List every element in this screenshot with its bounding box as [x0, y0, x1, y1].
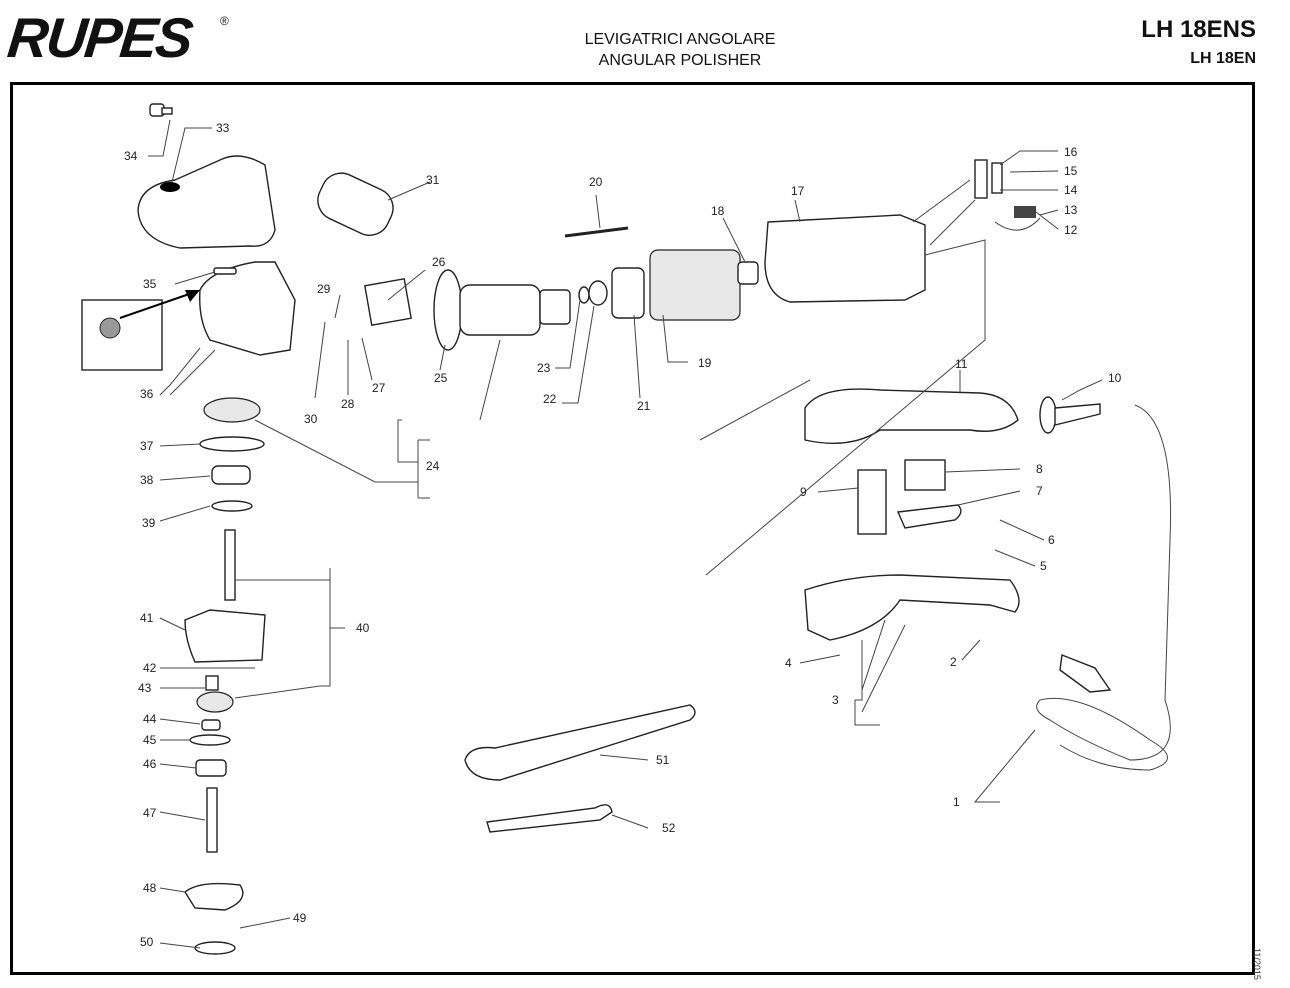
- diagram-frame: [10, 82, 1255, 975]
- bearing-sleeve-shape: [737, 261, 759, 285]
- label-2: 2: [950, 655, 957, 669]
- label-9: 9: [800, 485, 807, 499]
- label-28: 28: [341, 397, 355, 411]
- model-primary: LH 18ENS: [1141, 16, 1256, 43]
- label-47: 47: [143, 806, 157, 820]
- armature-shape: [433, 269, 571, 351]
- label-48: 48: [143, 881, 157, 895]
- label-12: 12: [1064, 223, 1078, 237]
- label-26: 26: [432, 255, 446, 269]
- leader-lines: [148, 119, 1103, 949]
- label-7: 7: [1036, 484, 1043, 498]
- label-40: 40: [356, 621, 370, 635]
- label-33: 33: [216, 121, 230, 135]
- label-4: 4: [785, 656, 792, 670]
- label-46: 46: [143, 757, 157, 771]
- label-3: 3: [832, 693, 839, 707]
- label-17: 17: [791, 184, 805, 198]
- label-51: 51: [656, 753, 670, 767]
- switch-shape: [904, 459, 946, 491]
- side-handle-shape: [317, 172, 394, 236]
- stator-shape: [649, 249, 741, 321]
- label-19: 19: [698, 356, 712, 370]
- label-50: 50: [140, 935, 154, 949]
- label-43: 43: [138, 681, 152, 695]
- label-27: 27: [372, 381, 386, 395]
- label-34: 34: [124, 149, 138, 163]
- air-baffle-shape: [611, 267, 645, 319]
- label-5: 5: [1040, 559, 1047, 573]
- label-52: 52: [662, 821, 676, 835]
- handle-lower-shape: [804, 574, 1020, 641]
- motor-housing-shape: [764, 214, 926, 303]
- label-14: 14: [1064, 183, 1078, 197]
- label-21: 21: [637, 399, 651, 413]
- label-41: 41: [140, 611, 154, 625]
- gear-stack-shapes: [184, 397, 266, 955]
- label-39: 39: [142, 516, 156, 530]
- label-31: 31: [426, 173, 440, 187]
- label-24: 24: [426, 459, 440, 473]
- label-25: 25: [434, 371, 448, 385]
- label-6: 6: [1048, 533, 1055, 547]
- label-37: 37: [140, 439, 154, 453]
- open-wrench-shape: [486, 804, 613, 833]
- label-13: 13: [1064, 203, 1078, 217]
- registered-mark: ®: [220, 14, 229, 28]
- label-49: 49: [293, 911, 307, 925]
- label-22: 22: [543, 392, 557, 406]
- screw-35-shape: [213, 267, 237, 275]
- brush-holder-shape: [974, 159, 1003, 199]
- label-16: 16: [1064, 145, 1078, 159]
- label-29: 29: [317, 282, 331, 296]
- label-1: 1: [953, 795, 960, 809]
- label-42: 42: [143, 661, 157, 675]
- long-screw-shape: [564, 226, 629, 238]
- label-45: 45: [143, 733, 157, 747]
- label-38: 38: [140, 473, 154, 487]
- bearing-22-23-shape: [578, 280, 608, 306]
- label-35: 35: [143, 277, 157, 291]
- trigger-shape: [896, 504, 962, 529]
- label-11: 11: [955, 357, 968, 371]
- handle-upper-shape: [804, 388, 1019, 445]
- part-labels: 1 2 3 4 5 6 7 8 9 10 11 12 13 14 15 16 1…: [124, 121, 1122, 949]
- gear-head-cover-shape: [137, 155, 276, 249]
- electronic-module-shape: [857, 469, 887, 535]
- label-18: 18: [711, 204, 725, 218]
- screw-34-shape: [149, 103, 173, 117]
- title-english: ANGULAR POLISHER: [598, 52, 762, 69]
- fan-shape: [364, 278, 412, 326]
- cable-sleeve-shape: [1039, 396, 1101, 434]
- label-30: 30: [304, 412, 318, 426]
- label-20: 20: [589, 175, 603, 189]
- label-36: 36: [140, 387, 154, 401]
- gear-housing-shape: [199, 261, 296, 356]
- carbon-brush-shape: [994, 206, 1041, 231]
- inset-box: [81, 299, 163, 371]
- label-23: 23: [537, 361, 551, 375]
- pin-wrench-shape: [464, 704, 696, 781]
- title-italian: LEVIGATRICI ANGOLARE: [584, 31, 776, 48]
- label-15: 15: [1064, 164, 1078, 178]
- power-cord-shape: [1036, 404, 1172, 771]
- label-10: 10: [1108, 371, 1122, 385]
- label-8: 8: [1036, 462, 1043, 476]
- label-44: 44: [143, 712, 157, 726]
- model-secondary: LH 18EN: [1190, 50, 1256, 67]
